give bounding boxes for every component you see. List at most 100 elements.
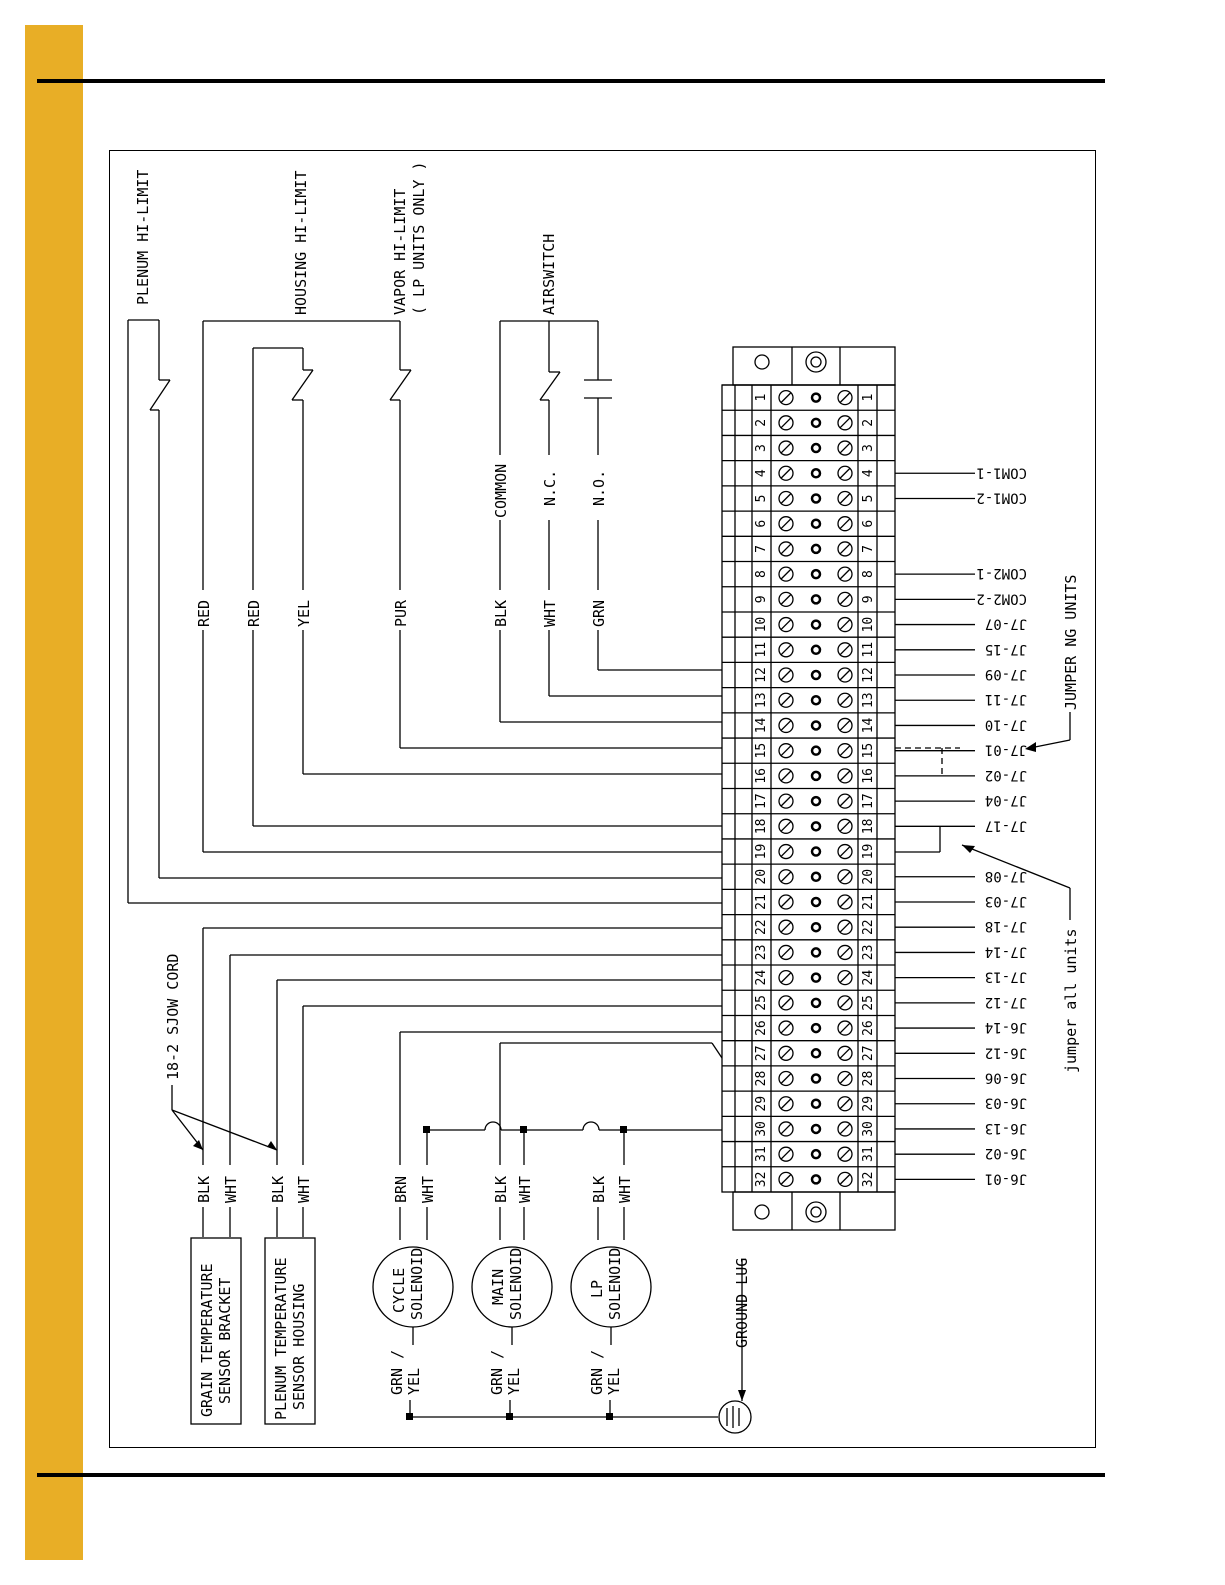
terminal-nut-icon: [810, 1123, 822, 1135]
main-wht: WHT: [516, 1176, 534, 1203]
sensor1-blk: BLK: [195, 1176, 213, 1203]
screw-slot: [780, 795, 792, 807]
accent-stripe: [25, 25, 83, 1560]
screw-slot: [839, 392, 851, 404]
wire-grn: GRN: [590, 600, 608, 627]
terminal-nut-icon: [810, 392, 822, 403]
screw-icon: [837, 465, 853, 481]
airswitch-contacts: [499, 320, 722, 723]
terminal-number: 28: [861, 1071, 876, 1087]
terminal-nut-icon: [810, 1073, 822, 1084]
terminal-number: 25: [754, 995, 769, 1011]
ground-bus: [409, 1260, 752, 1434]
screw-slot: [780, 644, 792, 656]
terminal-number: 6: [861, 520, 876, 528]
screw-slot: [839, 1022, 851, 1034]
terminal-number: 1: [754, 394, 769, 402]
screw-slot: [839, 1148, 851, 1160]
screw-slot: [780, 745, 792, 757]
terminal-number: 22: [754, 919, 769, 935]
terminal-right-label: J7-09: [985, 666, 1027, 682]
screw-slot: [839, 1123, 851, 1135]
main-yel-label: YEL: [505, 1368, 523, 1395]
terminal-right-label: J7-13: [985, 969, 1027, 985]
terminal-number: 14: [754, 717, 769, 733]
terminal-number: 27: [754, 1045, 769, 1061]
screw-slot: [839, 669, 851, 681]
screw-slot: [780, 1173, 792, 1185]
terminal-number: 7: [861, 545, 876, 553]
screw-slot: [839, 568, 851, 580]
screw-slot: [839, 770, 851, 782]
terminal-rows: [722, 384, 895, 1188]
sensor-boxes: [190, 1237, 316, 1425]
footer-rule: [37, 1473, 1105, 1477]
screw-icon: [778, 415, 794, 431]
screw-slot: [839, 820, 851, 832]
terminal-number: 11: [861, 642, 876, 658]
screw-slot: [839, 997, 851, 1009]
screw-slot: [780, 871, 792, 883]
terminal-nut-icon: [810, 694, 822, 706]
terminal-nut-icon: [810, 543, 822, 555]
terminal-nut-icon: [810, 1098, 822, 1109]
screw-icon: [778, 818, 794, 834]
screw-icon: [837, 894, 853, 910]
screw-icon: [837, 919, 853, 935]
screw-icon: [837, 591, 853, 608]
terminal-number: 19: [754, 844, 769, 860]
screw-icon: [778, 616, 794, 633]
terminal-number: 23: [754, 945, 769, 961]
terminal-number: 13: [754, 692, 769, 708]
terminal-number: 9: [861, 595, 876, 603]
screw-slot: [780, 568, 792, 580]
screw-slot: [780, 921, 792, 933]
sensor2-line2: SENSOR HOUSING: [290, 1284, 308, 1410]
header-rule: [37, 79, 1105, 83]
cycle-solenoid-line1: CYCLE: [390, 1268, 408, 1313]
terminal-number: 12: [861, 667, 876, 683]
terminal-number: 7: [754, 545, 769, 553]
screw-slot: [839, 946, 851, 958]
terminal-number: 9: [754, 595, 769, 603]
cycle-yel-label: YEL: [405, 1368, 423, 1395]
screw-icon: [778, 440, 794, 456]
screw-icon: [837, 541, 853, 557]
diagram-frame: [109, 150, 1096, 1448]
screw-icon: [778, 869, 794, 885]
terminal-right-label: J6-01: [985, 1170, 1027, 1186]
screw-icon: [778, 717, 794, 734]
screw-slot: [780, 417, 792, 429]
main-solenoid-line1: MAIN: [489, 1269, 507, 1305]
screw-slot: [780, 1073, 792, 1084]
wire-wht: WHT: [541, 600, 559, 627]
screw-slot: [839, 745, 851, 757]
screw-icon: [778, 1020, 794, 1036]
screw-icon: [778, 1146, 794, 1162]
screw-slot: [839, 972, 851, 984]
screw-icon: [778, 490, 794, 507]
sensor1-line2: SENSOR BRACKET: [216, 1278, 234, 1404]
screw-slot: [839, 921, 851, 933]
wire-red-2: RED: [245, 600, 263, 627]
terminal-right-label: J6-06: [985, 1070, 1027, 1086]
screw-icon: [837, 768, 853, 784]
terminal-number: 22: [861, 919, 876, 935]
terminal-right-label: J6-13: [985, 1120, 1027, 1136]
screw-icon: [837, 869, 853, 885]
terminal-nut-icon: [810, 1048, 822, 1059]
terminal-nut-icon: [810, 921, 822, 933]
screw-slot: [780, 1148, 792, 1160]
cycle-solenoid-line2: SOLENOID: [408, 1248, 426, 1320]
terminal-number: 20: [754, 869, 769, 885]
terminal-nut-icon: [810, 669, 822, 681]
terminal-right-label: J6-12: [985, 1044, 1027, 1060]
terminal-number: 3: [754, 444, 769, 452]
sensor2-blk: BLK: [269, 1176, 287, 1203]
terminal-number: 17: [861, 793, 876, 809]
terminal-number: 8: [754, 570, 769, 578]
terminal-number: 15: [754, 743, 769, 759]
plenum-hi-limit-label: PLENUM HI-LIMIT: [134, 170, 152, 305]
terminal-right-label: J7-04: [985, 792, 1027, 808]
terminal-right-label: J7-10: [985, 716, 1027, 732]
